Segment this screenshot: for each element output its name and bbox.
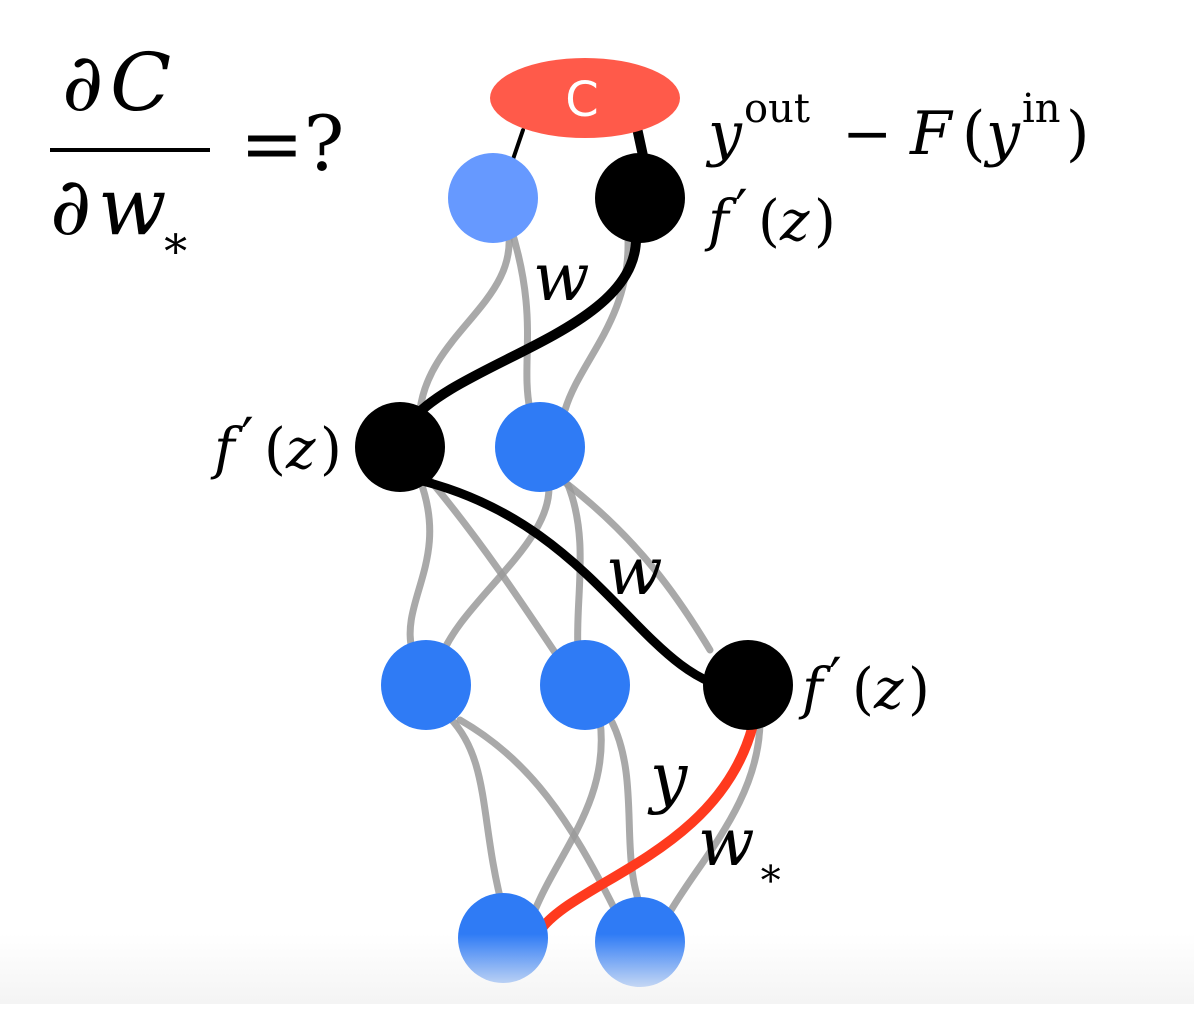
gray-connections xyxy=(406,218,764,916)
formula-equals-question: =? xyxy=(240,99,344,188)
derivative-paren-open: ( xyxy=(852,657,874,722)
formula-numerator-var: C xyxy=(110,36,171,129)
edge xyxy=(531,716,605,914)
derivative-f: f xyxy=(798,657,832,722)
edge xyxy=(426,476,564,664)
edge xyxy=(456,716,619,914)
edge xyxy=(558,476,714,654)
formula-denominator-var: w xyxy=(98,160,166,253)
derivative-paren-close: ) xyxy=(320,417,342,482)
neuron-top-right-active xyxy=(595,153,685,243)
edge xyxy=(446,714,506,909)
weight-label-top: w xyxy=(533,239,590,316)
output-error-out-sup: out xyxy=(744,86,810,132)
derivative-prime: ′ xyxy=(735,179,748,244)
output-error-open-paren: ( xyxy=(962,99,985,169)
formula-denominator-sub: ∗ xyxy=(160,215,191,269)
derivative-paren-close: ) xyxy=(814,189,836,254)
output-error-y: y xyxy=(705,99,743,169)
target-weight-label: w ∗ xyxy=(698,804,784,896)
derivative-prime: ′ xyxy=(241,407,254,472)
derivative-z: z xyxy=(779,189,810,254)
neuron-layer2-right-active xyxy=(703,640,793,730)
output-error-label: y out − F ( y in ) xyxy=(705,86,1089,169)
output-error-minus: − xyxy=(842,99,892,169)
derivative-prime: ′ xyxy=(829,647,842,712)
derivative-z: z xyxy=(873,657,904,722)
neuron-layer3-right xyxy=(495,402,585,492)
target-weight-edge xyxy=(537,720,758,933)
neuron-top-left xyxy=(448,153,538,243)
derivative-paren-open: ( xyxy=(264,417,286,482)
derivative-paren-close: ) xyxy=(908,657,930,722)
derivative-z: z xyxy=(285,417,316,482)
neuron-bottom-right xyxy=(595,897,685,987)
formula-denominator-partial: ∂ xyxy=(50,160,91,253)
neuron-layer3-left-active xyxy=(355,402,445,492)
edge xyxy=(406,476,434,654)
edge xyxy=(608,718,644,909)
derivative-f: f xyxy=(704,189,738,254)
output-error-close-paren: ) xyxy=(1066,99,1089,169)
active-edge-middle xyxy=(405,473,745,695)
neuron-layer2-left xyxy=(381,640,471,730)
cost-ellipse xyxy=(490,58,680,138)
neuron-bottom-left xyxy=(458,893,548,983)
cost-node-label: C xyxy=(565,72,599,128)
derivative-label-middle: f ′ ( z ) xyxy=(210,407,342,482)
neuron-layer2-middle xyxy=(540,640,630,730)
edge xyxy=(666,716,764,916)
activation-label: y xyxy=(647,739,688,816)
derivative-label-top: f ′ ( z ) xyxy=(704,179,836,254)
derivative-paren-open: ( xyxy=(758,189,780,254)
output-error-y2: y xyxy=(983,99,1021,169)
formula-numerator-partial: ∂ xyxy=(62,36,103,129)
gradient-formula: ∂ C ∂ w ∗ =? xyxy=(50,36,344,269)
derivative-f: f xyxy=(210,417,244,482)
output-error-F: F xyxy=(909,99,954,169)
target-weight-sub: ∗ xyxy=(757,850,784,896)
active-edge-top xyxy=(405,230,642,427)
edge xyxy=(416,218,513,414)
derivative-label-lower: f ′ ( z ) xyxy=(798,647,930,722)
edge xyxy=(436,474,553,664)
output-error-in-sup: in xyxy=(1022,86,1061,132)
target-weight-w: w xyxy=(698,804,755,881)
edge xyxy=(506,221,534,414)
cost-node: C xyxy=(490,58,680,138)
weight-label-middle: w xyxy=(606,533,663,610)
